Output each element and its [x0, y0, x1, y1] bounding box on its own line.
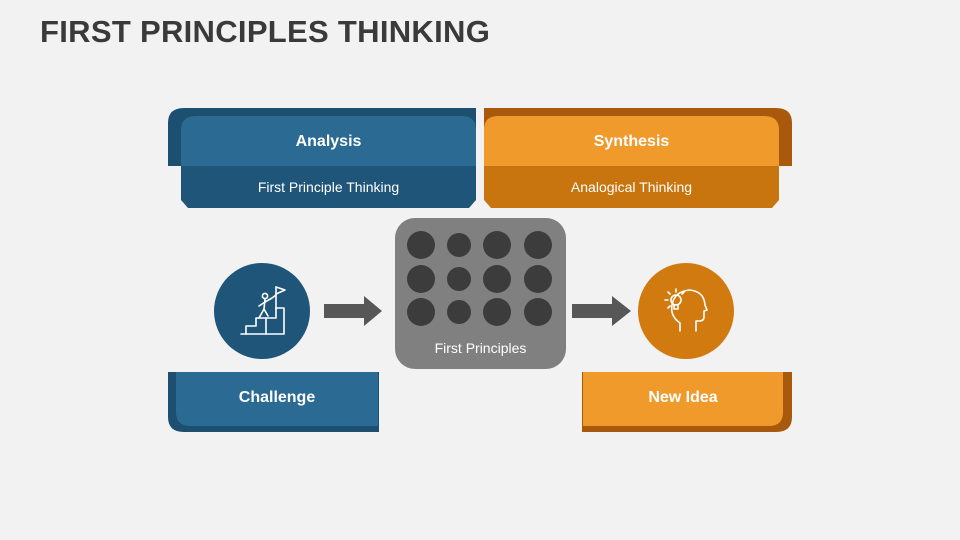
principle-dot [447, 267, 471, 291]
synthesis-card [484, 108, 792, 208]
principle-dot [447, 300, 471, 324]
arrow-right-icon [572, 296, 631, 326]
new-idea-circle [638, 263, 734, 359]
principle-dot [407, 231, 435, 259]
arrow-right-icon [324, 296, 382, 326]
new-idea-banner [582, 372, 792, 432]
principles-dots [407, 231, 552, 326]
synthesis-heading: Synthesis [593, 133, 670, 150]
head-lightbulb-icon [664, 288, 708, 332]
principle-dot [483, 231, 511, 259]
challenge-banner [168, 372, 379, 432]
principle-dot [447, 233, 471, 257]
principle-dot [483, 298, 511, 326]
principle-dot [483, 265, 511, 293]
principle-dot [524, 265, 552, 293]
climber-flag-icon [240, 286, 286, 335]
principle-dot [407, 265, 435, 293]
challenge-label: Challenge [238, 389, 316, 406]
principle-dot [524, 231, 552, 259]
principle-dot [407, 298, 435, 326]
page-title: FIRST PRINCIPLES THINKING [40, 14, 491, 49]
principle-dot [524, 298, 552, 326]
analysis-heading: Analysis [295, 133, 362, 150]
principles-box [395, 218, 566, 369]
synthesis-subheading: Analogical Thinking [570, 179, 693, 195]
analysis-card [168, 108, 476, 208]
new-idea-label: New Idea [648, 389, 718, 406]
principles-label: First Principles [434, 340, 527, 356]
analysis-subheading: First Principle Thinking [257, 179, 400, 195]
